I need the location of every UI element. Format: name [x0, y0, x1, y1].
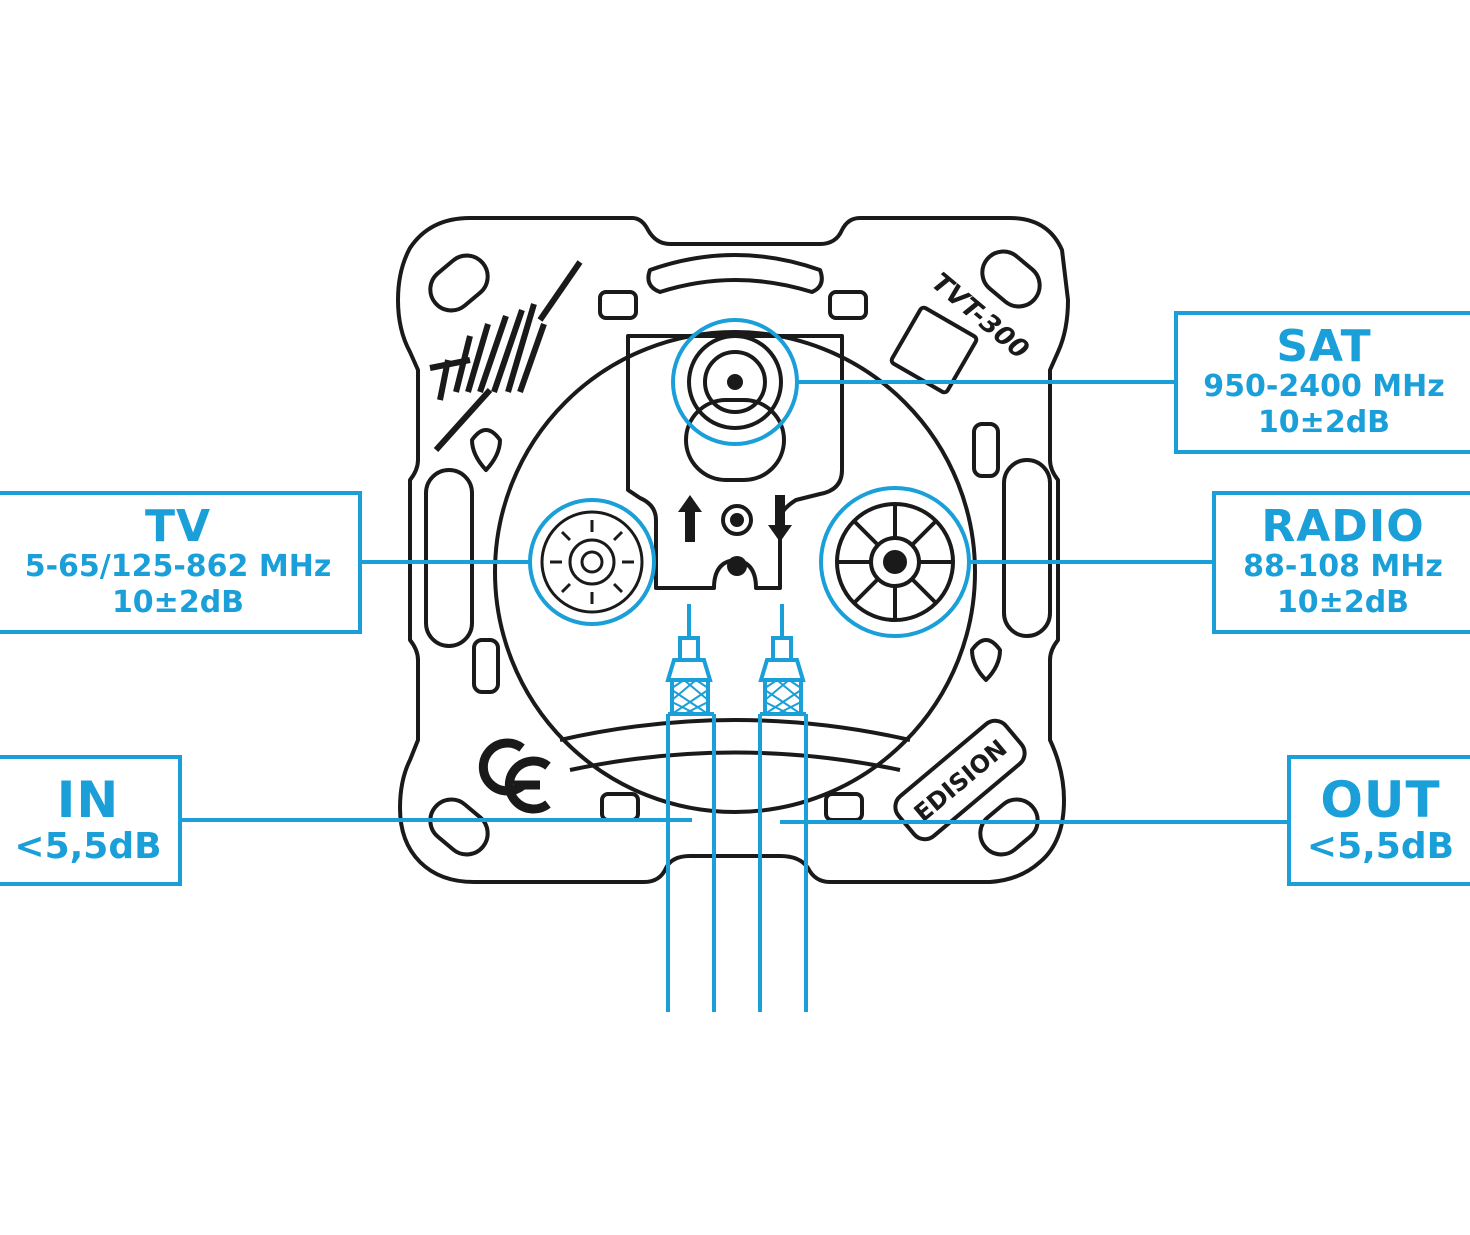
tv-callout: TV 5-65/125-862 MHz 10±2dB	[0, 491, 362, 634]
radio-connector	[835, 502, 955, 622]
in-title: IN	[56, 770, 120, 829]
sat-range: 950-2400 MHz	[1203, 368, 1445, 404]
radio-range: 88-108 MHz	[1243, 548, 1443, 584]
in-callout: IN <5,5dB	[0, 755, 182, 886]
down-arrow-icon	[768, 495, 792, 542]
radio-title: RADIO	[1261, 500, 1425, 552]
ce-mark-icon	[478, 738, 551, 814]
sat-gain: 10±2dB	[1257, 404, 1391, 440]
tv-title: TV	[144, 500, 212, 552]
tv-highlight-ring	[528, 498, 656, 626]
tv-gain: 10±2dB	[111, 584, 245, 620]
tv-connector	[540, 510, 644, 614]
coax-cable-out	[758, 604, 808, 1012]
signal-direction	[678, 495, 792, 576]
radio-callout: RADIO 88-108 MHz 10±2dB	[1212, 491, 1470, 634]
leader-lines	[182, 380, 1287, 824]
sat-title: SAT	[1276, 320, 1372, 372]
sat-connector	[687, 334, 783, 430]
up-arrow-icon	[678, 495, 702, 542]
coax-cable-in	[665, 604, 716, 1012]
in-loss: <5,5dB	[14, 825, 162, 867]
out-loss: <5,5dB	[1306, 825, 1455, 867]
out-callout: OUT <5,5dB	[1287, 755, 1470, 886]
sat-callout: SAT 950-2400 MHz 10±2dB	[1174, 311, 1470, 454]
mounting-plate	[396, 216, 1070, 884]
brand-logo-icon	[429, 260, 583, 453]
tv-range: 5-65/125-862 MHz	[24, 548, 332, 584]
radio-gain: 10±2dB	[1276, 584, 1410, 620]
out-title: OUT	[1320, 770, 1441, 829]
